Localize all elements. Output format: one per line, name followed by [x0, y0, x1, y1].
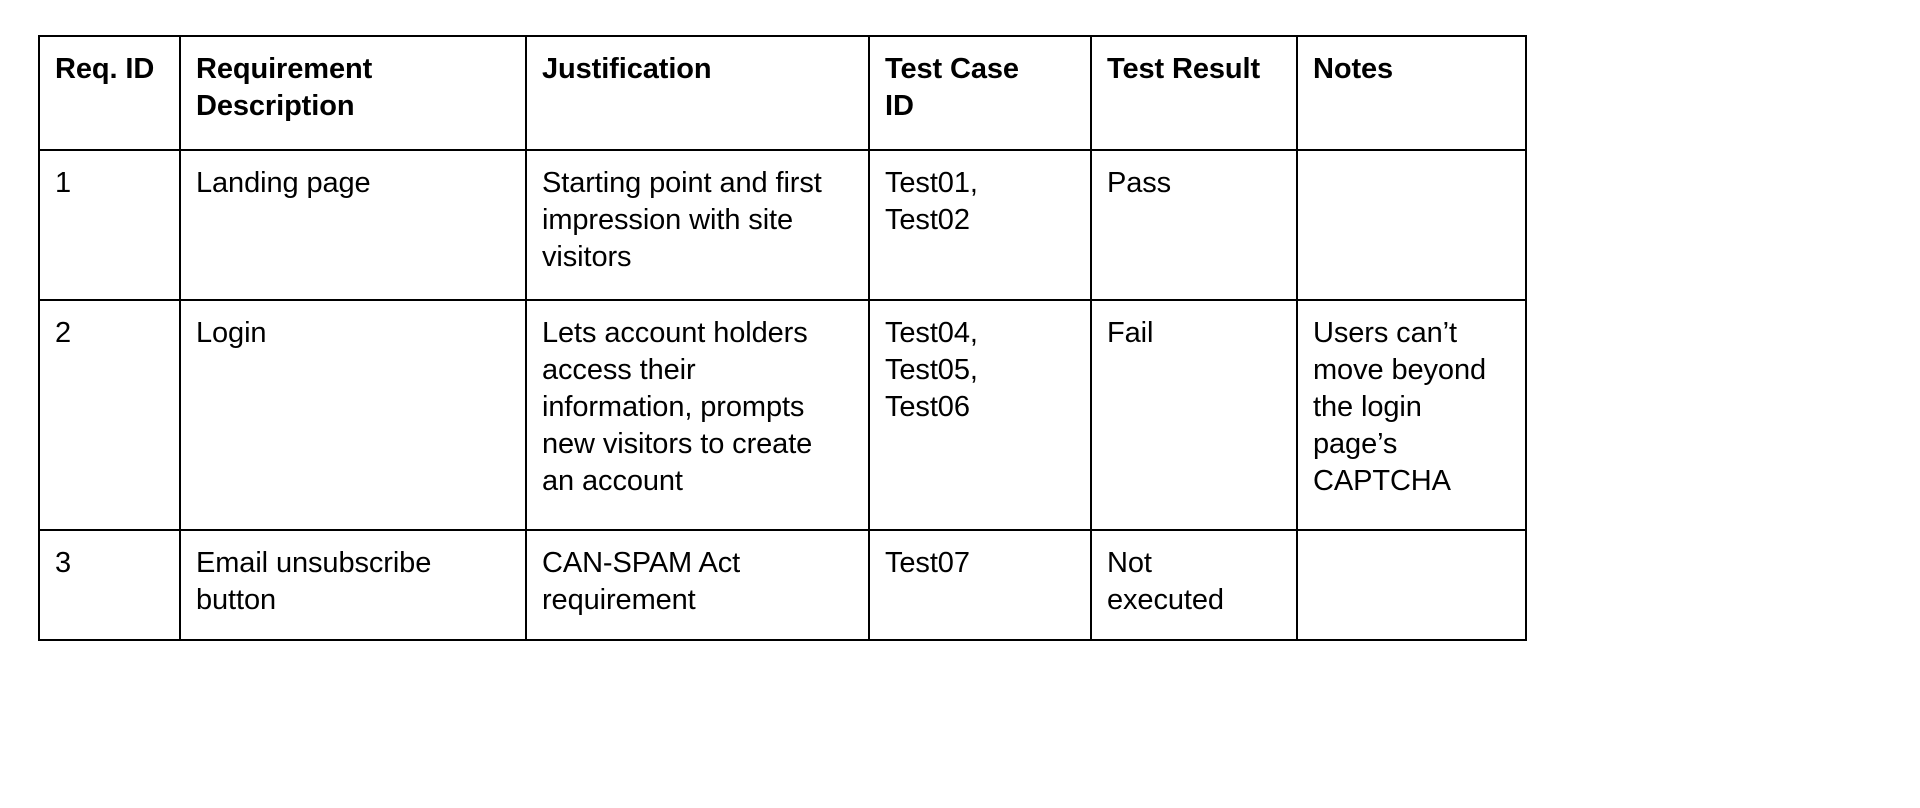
table-body: 1 Landing page Starting point and first … [38, 149, 1527, 641]
header-row: Req. ID Requirement Description Justific… [38, 35, 1527, 151]
cell-requirement-description: Landing page [179, 149, 527, 301]
cell-value: Pass [1107, 167, 1172, 199]
column-header-label: Notes [1313, 53, 1394, 85]
column-header-notes: Notes [1296, 35, 1527, 151]
cell-value: Test07 [885, 547, 970, 579]
cell-test-result: Pass [1090, 149, 1298, 301]
table-header: Req. ID Requirement Description Justific… [38, 35, 1527, 151]
cell-req-id: 3 [38, 529, 181, 641]
table-row: 1 Landing page Starting point and first … [38, 149, 1527, 301]
cell-justification: Lets account holders access their inform… [525, 299, 870, 531]
cell-req-id: 1 [38, 149, 181, 301]
cell-value: Login [196, 317, 267, 349]
cell-test-result: Fail [1090, 299, 1298, 531]
cell-test-case-id: Test07 [868, 529, 1092, 641]
cell-requirement-description: Login [179, 299, 527, 531]
column-header-label: Test Case ID [885, 53, 1019, 123]
cell-value: Email unsubscribe button [196, 547, 432, 617]
cell-test-case-id: Test01, Test02 [868, 149, 1092, 301]
cell-justification: CAN-SPAM Act requirement [525, 529, 870, 641]
column-header-justification: Justification [525, 35, 870, 151]
column-header-req-id: Req. ID [38, 35, 181, 151]
cell-value: Landing page [196, 167, 371, 199]
cell-value: Lets account holders access their inform… [542, 317, 813, 498]
cell-notes [1296, 529, 1527, 641]
cell-value: Test01, Test02 [885, 167, 978, 237]
cell-value: 3 [55, 547, 72, 579]
cell-requirement-description: Email unsubscribe button [179, 529, 527, 641]
column-header-label: Justification [542, 53, 712, 85]
cell-value: 1 [55, 167, 72, 199]
column-header-requirement-description: Requirement Description [179, 35, 527, 151]
cell-test-result: Not executed [1090, 529, 1298, 641]
cell-notes: Users can’t move beyond the login page’s… [1296, 299, 1527, 531]
cell-value: Starting point and first impression with… [542, 167, 822, 274]
cell-value: Test04, Test05, Test06 [885, 317, 978, 424]
cell-justification: Starting point and first impression with… [525, 149, 870, 301]
cell-value: Users can’t move beyond the login page’s… [1313, 317, 1487, 498]
requirements-traceability-table: Req. ID Requirement Description Justific… [38, 35, 1527, 641]
table-row: 3 Email unsubscribe button CAN-SPAM Act … [38, 529, 1527, 641]
cell-value: 2 [55, 317, 72, 349]
cell-value: Not executed [1107, 547, 1224, 617]
cell-req-id: 2 [38, 299, 181, 531]
table-row: 2 Login Lets account holders access thei… [38, 299, 1527, 531]
cell-test-case-id: Test04, Test05, Test06 [868, 299, 1092, 531]
column-header-label: Requirement Description [196, 53, 373, 123]
column-header-test-result: Test Result [1090, 35, 1298, 151]
column-header-label: Test Result [1107, 53, 1261, 85]
cell-value: Fail [1107, 317, 1154, 349]
cell-value: CAN-SPAM Act requirement [542, 547, 741, 617]
cell-notes [1296, 149, 1527, 301]
column-header-label: Req. ID [55, 53, 155, 85]
column-header-test-case-id: Test Case ID [868, 35, 1092, 151]
